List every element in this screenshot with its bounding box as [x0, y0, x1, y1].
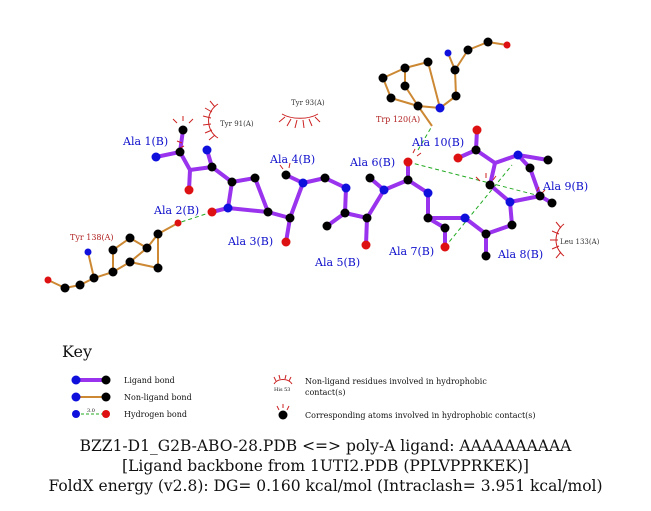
svg-text:His 53: His 53 — [274, 387, 290, 393]
label-ala9: Ala 9(B) — [542, 180, 588, 193]
label-ala6: Ala 6(B) — [349, 156, 395, 169]
hbond-ala10-trp120 — [417, 125, 433, 151]
label-leu133: Leu 133(A) — [560, 238, 600, 246]
svg-text:Hydrogen bond: Hydrogen bond — [124, 410, 187, 419]
label-ala4: Ala 4(B) — [269, 153, 315, 166]
footer-line-1: BZZ1-D1_G2B-ABO-28.PDB <=> poly-A ligand… — [79, 437, 572, 455]
hydrophobic-arc-tyr93 — [278, 113, 321, 129]
label-ala5: Ala 5(B) — [314, 256, 360, 269]
label-ala2: Ala 2(B) — [153, 204, 199, 217]
ligand-bonds — [154, 128, 554, 258]
label-tyr91: Tyr 91(A) — [220, 120, 254, 128]
svg-text:Non-ligand bond: Non-ligand bond — [124, 393, 192, 402]
label-ala1: Ala 1(B) — [122, 135, 168, 148]
hydrophobic-arc-tyr91 — [202, 100, 219, 141]
footer-line-2: [Ligand backbone from 1UTI2.PDB (PPLVPPR… — [122, 457, 529, 475]
svg-text:3.0: 3.0 — [87, 408, 95, 414]
atoms — [44, 37, 557, 293]
legend: Key Ligand bond Non-ligand bond 3.0 Hydr… — [62, 342, 536, 420]
legend-ligand-bond: Ligand bond — [71, 375, 175, 385]
legend-non-ligand-bond: Non-ligand bond — [71, 392, 192, 402]
hbond-ala7-ala9 — [444, 164, 513, 248]
label-ala7: Ala 7(B) — [388, 245, 434, 258]
hydrogen-bonds — [177, 125, 541, 248]
label-ala3: Ala 3(B) — [227, 235, 273, 248]
legend-title: Key — [62, 342, 92, 361]
hbond-ala6-ala9 — [407, 161, 541, 197]
legend-hydrophobic-residue: His 53 Non-ligand residues involved in h… — [273, 374, 487, 397]
label-ala10: Ala 10(B) — [411, 136, 464, 149]
legend-hydrogen-bond: 3.0 Hydrogen bond — [72, 408, 187, 419]
svg-text:contact(s): contact(s) — [305, 388, 345, 397]
legend-hydrophobic-atom: Corresponding atoms involved in hydropho… — [276, 404, 536, 420]
label-trp120: Trp 120(A) — [376, 115, 420, 124]
svg-text:Non-ligand residues involved i: Non-ligand residues involved in hydropho… — [305, 377, 487, 386]
footer-caption: BZZ1-D1_G2B-ABO-28.PDB <=> poly-A ligand… — [0, 436, 651, 496]
label-tyr138: Tyr 138(A) — [70, 233, 114, 242]
svg-text:Corresponding atoms involved i: Corresponding atoms involved in hydropho… — [305, 411, 536, 420]
hydrophobic-arc-leu133 — [550, 221, 565, 259]
footer-line-3: FoldX energy (v2.8): DG= 0.160 kcal/mol … — [48, 477, 603, 495]
hbond-ala2-tyr138 — [177, 211, 213, 224]
label-ala8: Ala 8(B) — [497, 248, 543, 261]
svg-text:Ligand bond: Ligand bond — [124, 376, 175, 385]
label-tyr93: Tyr 93(A) — [291, 99, 325, 107]
residue-labels: Ala 1(B) Ala 2(B) Ala 3(B) Ala 4(B) Ala … — [70, 99, 600, 269]
